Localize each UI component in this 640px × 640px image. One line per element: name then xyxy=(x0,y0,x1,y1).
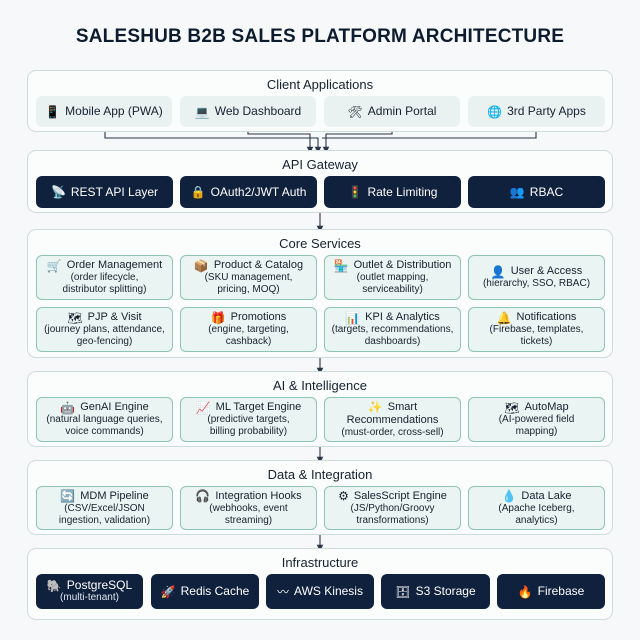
bar-chart-icon: 📊 xyxy=(345,310,361,325)
data-mdm-pipeline: 🔄MDM Pipeline (CSV/Excel/JSON ingestion,… xyxy=(36,486,173,530)
infra-redis-cache: 🚀Redis Cache xyxy=(151,574,259,609)
ai-smart-recommendations: ✨Smart Recommendations (must-order, cros… xyxy=(324,397,461,442)
data-lake: 💧Data Lake (Apache Iceberg, analytics) xyxy=(468,486,605,530)
user-icon: 👤 xyxy=(490,264,506,279)
ai-genai-engine: 🤖GenAI Engine (natural language queries,… xyxy=(36,397,173,442)
data-salesscript-engine: ⚙SalesScript Engine (JS/Python/Groovy tr… xyxy=(324,486,461,530)
core-notifications: 🔔Notifications (Firebase, templates, tic… xyxy=(468,307,605,352)
sparkle-icon: ✨ xyxy=(367,400,383,414)
section-client-applications: Client Applications 📱Mobile App (PWA) 💻W… xyxy=(27,70,613,132)
gateway-rbac: 👥RBAC xyxy=(468,176,605,208)
client-mobile-app: 📱Mobile App (PWA) xyxy=(36,96,172,127)
ai-ml-target-engine: 📈ML Target Engine (predictive targets, b… xyxy=(180,397,317,442)
client-3rd-party-apps: 🌐3rd Party Apps xyxy=(468,96,605,127)
client-web-dashboard: 💻Web Dashboard xyxy=(180,96,316,127)
section-title: Client Applications xyxy=(266,77,374,92)
section-api-gateway: API Gateway 📡REST API Layer 🔒OAuth2/JWT … xyxy=(27,150,613,213)
sync-icon: 🔄 xyxy=(60,489,76,503)
infra-s3-storage: 🗄S3 Storage xyxy=(381,574,490,609)
core-order-management: 🛒Order Management (order lifecycle, dist… xyxy=(36,255,173,300)
core-outlet-distribution: 🏪Outlet & Distribution (outlet mapping, … xyxy=(324,255,461,300)
gear-icon: ⚙ xyxy=(338,489,349,503)
rocket-icon: 🚀 xyxy=(160,584,176,599)
infra-aws-kinesis: 〰AWS Kinesis xyxy=(266,574,374,609)
section-title: Core Services xyxy=(279,236,361,251)
droplet-icon: 💧 xyxy=(501,489,517,503)
core-kpi-analytics: 📊KPI & Analytics (targets, recommendatio… xyxy=(324,307,461,352)
wave-icon: 〰 xyxy=(277,584,290,599)
section-title: Infrastructure xyxy=(281,555,359,570)
satellite-icon: 📡 xyxy=(50,185,66,199)
gateway-rate-limiting: 🚦Rate Limiting xyxy=(324,176,461,208)
section-title: Data & Integration xyxy=(267,467,373,482)
section-title: AI & Intelligence xyxy=(273,378,367,393)
robot-icon: 🤖 xyxy=(60,400,76,415)
section-data-integration: Data & Integration 🔄MDM Pipeline (CSV/Ex… xyxy=(27,460,613,535)
data-integration-hooks: 🎧Integration Hooks (webhooks, event stre… xyxy=(180,486,317,530)
package-icon: 📦 xyxy=(193,258,209,273)
globe-icon: 🌐 xyxy=(487,104,503,119)
map-icon: 🗺 xyxy=(67,310,83,325)
elephant-icon: 🐘 xyxy=(46,578,62,593)
section-core-services: Core Services 🛒Order Management (order l… xyxy=(27,229,613,358)
trend-chart-icon: 📈 xyxy=(195,400,211,415)
connector-client-gateway xyxy=(104,127,322,154)
gateway-rest-api: 📡REST API Layer xyxy=(36,176,173,208)
ai-automap: 🗺AutoMap (AI-powered field mapping) xyxy=(468,397,605,442)
section-title: API Gateway xyxy=(282,157,358,172)
store-icon: 🏪 xyxy=(333,258,349,273)
traffic-light-icon: 🚦 xyxy=(347,185,363,199)
core-product-catalog: 📦Product & Catalog (SKU management, pric… xyxy=(180,255,317,300)
core-user-access: 👤User & Access (hierarchy, SSO, RBAC) xyxy=(468,255,605,300)
diagram-title: SALESHUB B2B SALES PLATFORM ARCHITECTURE xyxy=(75,26,565,47)
laptop-icon: 💻 xyxy=(194,104,210,119)
bucket-icon: 🗄 xyxy=(395,584,411,599)
core-promotions: 🎁Promotions (engine, targeting, cashback… xyxy=(180,307,317,352)
headset-icon: 🎧 xyxy=(195,489,211,503)
gateway-oauth: 🔒OAuth2/JWT Auth xyxy=(180,176,317,208)
bell-icon: 🔔 xyxy=(496,310,512,325)
client-admin-portal: 🛠Admin Portal xyxy=(324,96,460,127)
section-infrastructure: Infrastructure 🐘PostgreSQL (multi-tenant… xyxy=(27,548,613,620)
fire-icon: 🔥 xyxy=(517,584,533,599)
gift-icon: 🎁 xyxy=(210,310,226,325)
infra-postgresql: 🐘PostgreSQL (multi-tenant) xyxy=(36,574,143,609)
lock-icon: 🔒 xyxy=(190,185,206,199)
core-pjp-visit: 🗺PJP & Visit (journey plans, attendance,… xyxy=(36,307,173,352)
map-icon: 🗺 xyxy=(504,400,520,415)
users-icon: 👥 xyxy=(509,185,525,199)
infra-firebase: 🔥Firebase xyxy=(497,574,605,609)
tools-icon: 🛠 xyxy=(347,104,363,119)
mobile-icon: 📱 xyxy=(45,104,61,119)
cart-icon: 🛒 xyxy=(46,258,62,273)
section-ai-intelligence: AI & Intelligence 🤖GenAI Engine (natural… xyxy=(27,371,613,447)
